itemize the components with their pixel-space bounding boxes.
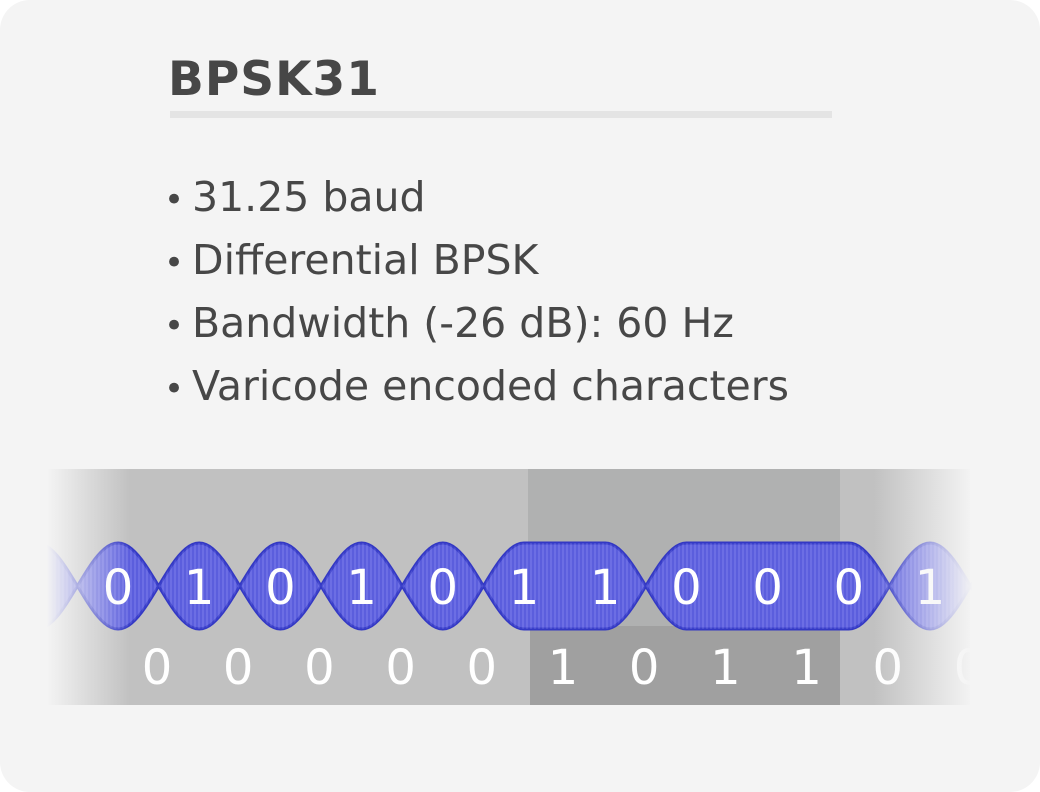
- bullet-item: •Bandwidth (-26 dB): 60 Hz: [164, 294, 789, 357]
- bullet-text: Bandwidth (-26 dB): 60 Hz: [192, 299, 734, 347]
- bpsk-waveform-diagram: 01010110001 00000101100: [0, 468, 1040, 708]
- bullet-dot-icon: •: [164, 180, 185, 220]
- slide-title: BPSK31: [168, 52, 380, 107]
- bullet-text: 31.25 baud: [192, 173, 426, 221]
- bullet-dot-icon: •: [164, 243, 185, 283]
- edge-fade-overlay: [0, 468, 1040, 708]
- bullet-item: •Differential BPSK: [164, 231, 789, 294]
- bullet-list: •31.25 baud •Differential BPSK •Bandwidt…: [164, 168, 789, 420]
- bullet-item: •31.25 baud: [164, 168, 789, 231]
- bullet-text: Varicode encoded characters: [192, 362, 789, 410]
- title-underline: [170, 111, 832, 118]
- bullet-dot-icon: •: [164, 369, 185, 409]
- bullet-item: •Varicode encoded characters: [164, 357, 789, 420]
- bullet-text: Differential BPSK: [192, 236, 539, 284]
- bullet-dot-icon: •: [164, 306, 185, 346]
